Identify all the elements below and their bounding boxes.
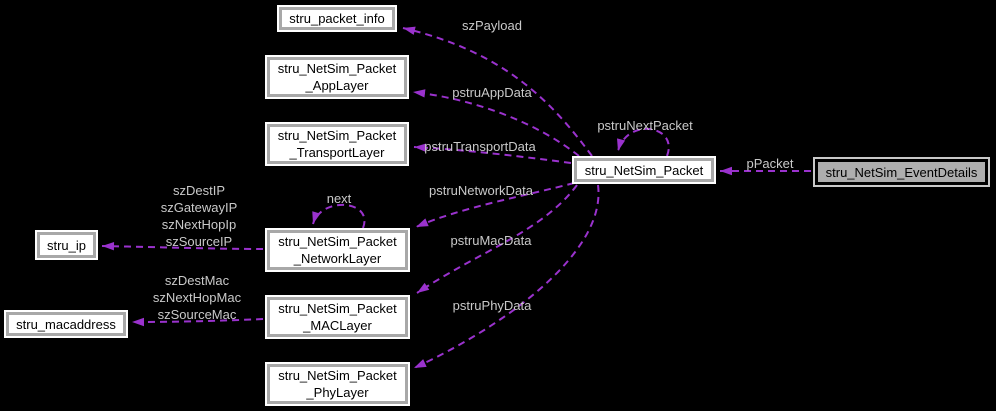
edge-label-mac-fields: szDestMac szNextHopMac szSourceMac xyxy=(153,272,241,323)
edge-label-line: szSourceIP xyxy=(165,234,233,249)
node-label: _AppLayer xyxy=(305,78,369,93)
edge-label-line: szNextHopIp xyxy=(161,217,237,232)
edge-mac-fields xyxy=(131,317,264,327)
edge-label-line: szDestIP xyxy=(172,183,225,198)
node-stru-macaddress[interactable]: stru_macaddress xyxy=(4,310,128,338)
node-label: stru_packet_info xyxy=(289,11,385,26)
node-label: stru_NetSim_Packet xyxy=(277,128,397,143)
node-label: stru_macaddress xyxy=(16,316,116,332)
node-stru-netsim-packet-transportlayer[interactable]: stru_NetSim_Packet _TransportLayer xyxy=(265,122,409,166)
node-label: stru_NetSim_Packet xyxy=(277,61,397,76)
node-label: stru_NetSim_Packet xyxy=(584,162,704,178)
edge-next-self-loop xyxy=(312,203,366,229)
node-label: stru_NetSim_Packet xyxy=(278,234,397,249)
edge-pstrunextpacket-self-loop xyxy=(617,128,670,157)
edge-label-ip-fields: szDestIP szGatewayIP szNextHopIp szSourc… xyxy=(161,182,238,250)
node-label: stru_ip xyxy=(46,237,87,253)
node-label: stru_NetSim_Packet xyxy=(278,301,397,316)
node-label: stru_NetSim_EventDetails xyxy=(825,164,978,180)
node-label: _TransportLayer xyxy=(289,145,385,160)
edge-label-pstrutransportdata: pstruTransportData xyxy=(424,139,536,154)
edge-label-pstrumacdata: pstruMacData xyxy=(450,233,532,248)
edge-label-line: szSourceMac xyxy=(157,307,237,322)
node-stru-netsim-packet[interactable]: stru_NetSim_Packet xyxy=(572,156,716,184)
edge-label-ppacket: pPacket xyxy=(746,156,794,171)
node-stru-netsim-packet-phylayer[interactable]: stru_NetSim_Packet _PhyLayer xyxy=(265,362,410,406)
edge-pstrutransportdata xyxy=(413,143,572,164)
edge-pstrumacdata xyxy=(416,184,578,294)
edge-label-pstrunetworkdata: pstruNetworkData xyxy=(428,183,534,198)
edge-pstruappdata xyxy=(412,89,580,157)
node-stru-ip[interactable]: stru_ip xyxy=(35,230,98,260)
node-stru-netsim-packet-applayer[interactable]: stru_NetSim_Packet _AppLayer xyxy=(265,55,409,99)
node-label: _NetworkLayer xyxy=(293,251,382,266)
edge-ip-fields xyxy=(101,242,264,251)
node-label: stru_NetSim_Packet xyxy=(278,368,397,383)
node-stru-packet-info[interactable]: stru_packet_info xyxy=(277,5,397,32)
edge-label-pstruappdata: pstruAppData xyxy=(452,85,532,100)
node-label: _MACLayer xyxy=(303,318,372,333)
edge-label-next: next xyxy=(326,191,352,206)
edge-label-line: szNextHopMac xyxy=(152,290,242,305)
edge-label-szpayload: szPayload xyxy=(462,18,522,33)
edge-label-pstruphydata: pstruPhyData xyxy=(452,298,532,313)
edge-pstruphydata xyxy=(413,184,600,369)
edge-label-line: szGatewayIP xyxy=(160,200,238,215)
node-stru-netsim-eventdetails-current: stru_NetSim_EventDetails xyxy=(813,157,990,187)
edge-szpayload xyxy=(402,26,593,157)
node-stru-netsim-packet-networklayer[interactable]: stru_NetSim_Packet _NetworkLayer xyxy=(265,228,410,272)
edge-label-pstrunextpacket: pstruNextPacket xyxy=(597,118,693,133)
node-stru-netsim-packet-maclayer[interactable]: stru_NetSim_Packet _MACLayer xyxy=(265,295,410,339)
edge-label-line: szDestMac xyxy=(164,273,230,288)
node-label: _PhyLayer xyxy=(306,385,369,400)
edge-pstrunetworkdata xyxy=(415,182,575,228)
